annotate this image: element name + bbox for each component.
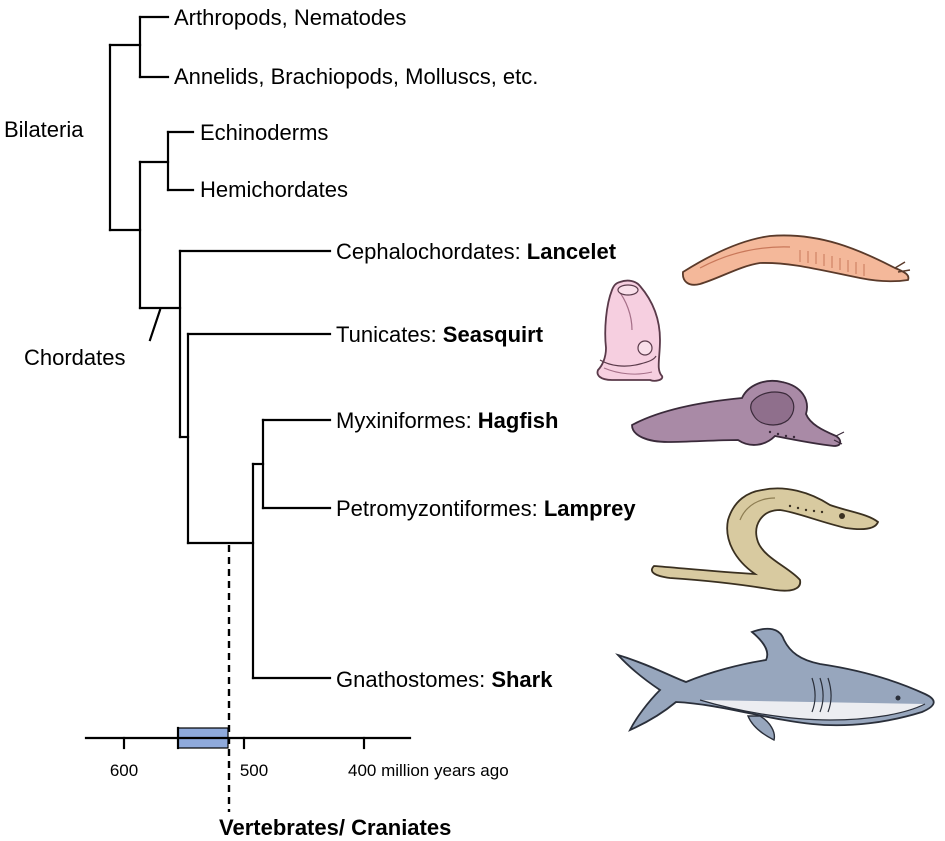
example-hagfish: Hagfish [478,408,559,433]
timescale-tick-label-500: 500 [240,761,268,780]
leaf-label-hemichordates: Hemichordates [200,177,348,202]
leaf-label-petromyzontiformes: Petromyzontiformes: Lamprey [336,496,636,521]
group-label-bilateria: Bilateria [4,117,84,142]
leaf-label-myxiniformes: Myxiniformes: Hagfish [336,408,558,433]
leaf-label-annelids: Annelids, Brachiopods, Molluscs, etc. [174,64,538,89]
shark-illustration [615,627,935,742]
example-lamprey: Lamprey [544,496,636,521]
example-lancelet: Lancelet [527,239,617,264]
lamprey-illustration [650,487,880,592]
group-label-chordates: Chordates [24,345,126,370]
timescale-tick-label-400: 400 million years ago [348,761,509,780]
timescale-tick-label-600: 600 [110,761,138,780]
leaf-label-cephalochordates: Cephalochordates: Lancelet [336,239,617,264]
leaf-label-arthropods: Arthropods, Nematodes [174,5,406,30]
example-shark: Shark [491,667,553,692]
example-seasquirt: Seasquirt [443,322,544,347]
leaf-label-tunicates: Tunicates: Seasquirt [336,322,544,347]
hagfish-illustration [631,380,845,447]
lancelet-illustration [682,234,911,286]
chordates-pointer [148,308,162,342]
leaf-label-gnathostomes: Gnathostomes: Shark [336,667,553,692]
group-label-vertebrates: Vertebrates/ Craniates [219,815,451,840]
timescale: 600 500 400 million years ago [84,726,509,780]
leaf-label-echinoderms: Echinoderms [200,120,328,145]
seasquirt-illustration [596,279,664,382]
tree-branches [108,15,332,680]
